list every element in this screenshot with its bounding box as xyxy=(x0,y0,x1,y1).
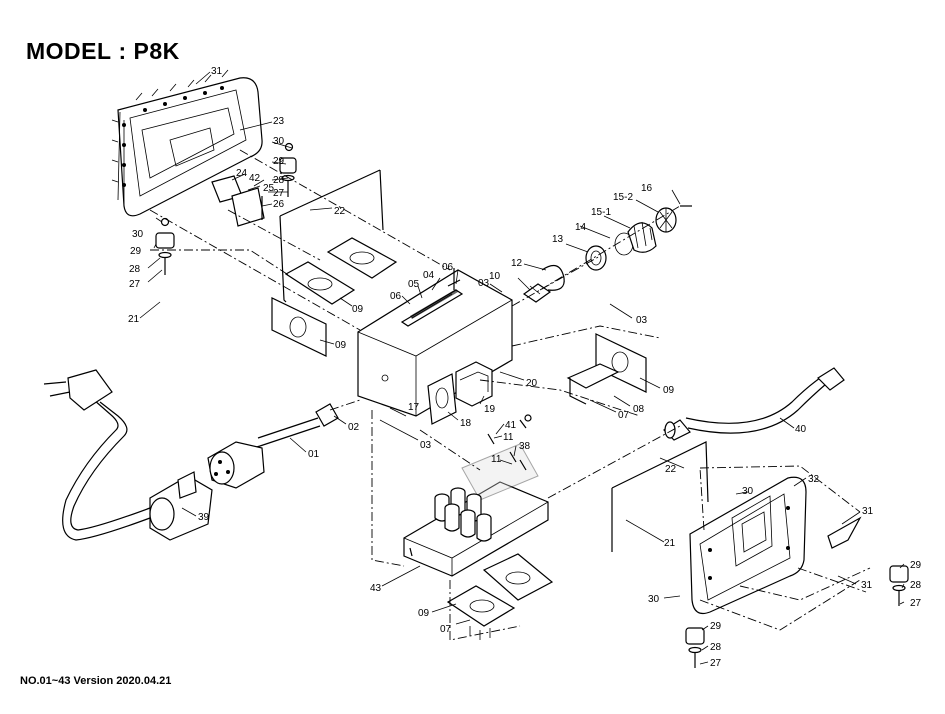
label-03: 03 xyxy=(636,315,648,326)
label-19: 19 xyxy=(484,404,496,415)
gasket-right xyxy=(611,441,709,552)
label-28: 28 xyxy=(129,264,141,275)
pcb-assembly xyxy=(403,443,549,577)
foot-assembly-rear-left xyxy=(155,217,175,275)
output-cable xyxy=(663,367,845,441)
label-22: 22 xyxy=(665,464,677,475)
label-29: 29 xyxy=(273,156,285,167)
label-26: 26 xyxy=(273,199,285,210)
label-06: 06 xyxy=(442,262,454,273)
label-27: 27 xyxy=(710,658,722,669)
label-31: 31 xyxy=(861,580,873,591)
label-10: 10 xyxy=(489,271,501,282)
label-31: 31 xyxy=(211,66,223,77)
label-03: 03 xyxy=(478,278,490,289)
mounting-plates-bottom xyxy=(446,553,554,640)
label-27: 27 xyxy=(273,188,285,199)
label-09: 09 xyxy=(418,608,430,619)
label-01: 01 xyxy=(308,449,320,460)
handle-bar xyxy=(827,516,862,549)
label-05: 05 xyxy=(408,279,420,290)
label-29: 29 xyxy=(910,560,922,571)
foot-assembly-front-bottom xyxy=(685,627,705,668)
label-31: 31 xyxy=(862,506,874,517)
screws xyxy=(487,414,532,471)
label-28: 28 xyxy=(273,175,285,186)
label-03: 03 xyxy=(420,440,432,451)
label-43: 43 xyxy=(370,583,382,594)
front-inserts xyxy=(427,361,493,425)
label-06: 06 xyxy=(390,291,402,302)
model-title: MODEL : P8K xyxy=(26,38,180,64)
front-panel xyxy=(689,476,807,615)
label-20: 20 xyxy=(526,378,538,389)
label-15-1: 15-1 xyxy=(591,207,611,218)
mains-cable xyxy=(43,369,339,541)
gasket-top xyxy=(279,169,384,303)
leader-lines xyxy=(139,71,905,665)
label-22: 22 xyxy=(334,206,346,217)
label-30: 30 xyxy=(132,229,144,240)
label-41: 41 xyxy=(505,420,517,431)
label-09: 09 xyxy=(663,385,675,396)
label-14: 14 xyxy=(575,222,587,233)
label-40: 40 xyxy=(795,424,807,435)
label-25: 25 xyxy=(263,183,275,194)
part-labels: 31 23 30 29 28 27 26 25 24 42 22 30 29 2… xyxy=(128,66,922,669)
mounting-plates-top xyxy=(271,237,398,357)
label-42: 42 xyxy=(249,173,261,184)
label-29: 29 xyxy=(710,621,722,632)
label-30: 30 xyxy=(742,486,754,497)
label-30: 30 xyxy=(648,594,660,605)
label-38: 38 xyxy=(519,441,531,452)
label-27: 27 xyxy=(129,279,141,290)
label-28: 28 xyxy=(710,642,722,653)
label-04: 04 xyxy=(423,270,435,281)
label-09: 09 xyxy=(352,304,364,315)
label-12: 12 xyxy=(511,258,523,269)
label-30: 30 xyxy=(273,136,285,147)
assembly-lines xyxy=(149,149,871,641)
label-11: 11 xyxy=(491,454,502,465)
label-15-2: 15-2 xyxy=(613,192,633,203)
label-02: 02 xyxy=(348,422,360,433)
label-29: 29 xyxy=(130,246,142,257)
label-08: 08 xyxy=(633,404,645,415)
label-21: 21 xyxy=(128,314,140,325)
side-brackets xyxy=(566,333,647,405)
label-07: 07 xyxy=(618,410,630,421)
foot-assembly-front-right xyxy=(889,565,909,606)
label-21: 21 xyxy=(664,538,676,549)
label-07: 07 xyxy=(440,624,452,635)
label-16: 16 xyxy=(641,183,653,194)
rear-panel xyxy=(111,69,263,217)
label-24: 24 xyxy=(236,168,248,179)
label-17: 17 xyxy=(408,402,420,413)
label-13: 13 xyxy=(552,234,564,245)
label-23: 23 xyxy=(273,116,285,127)
cable-gland-assembly xyxy=(522,205,692,303)
label-39: 39 xyxy=(198,512,210,523)
version-footer: NO.01~43 Version 2020.04.21 xyxy=(20,675,172,687)
label-11: 11 xyxy=(503,432,514,443)
label-32: 32 xyxy=(808,474,820,485)
label-09: 09 xyxy=(335,340,347,351)
label-27: 27 xyxy=(910,598,922,609)
label-28: 28 xyxy=(910,580,922,591)
label-18: 18 xyxy=(460,418,472,429)
